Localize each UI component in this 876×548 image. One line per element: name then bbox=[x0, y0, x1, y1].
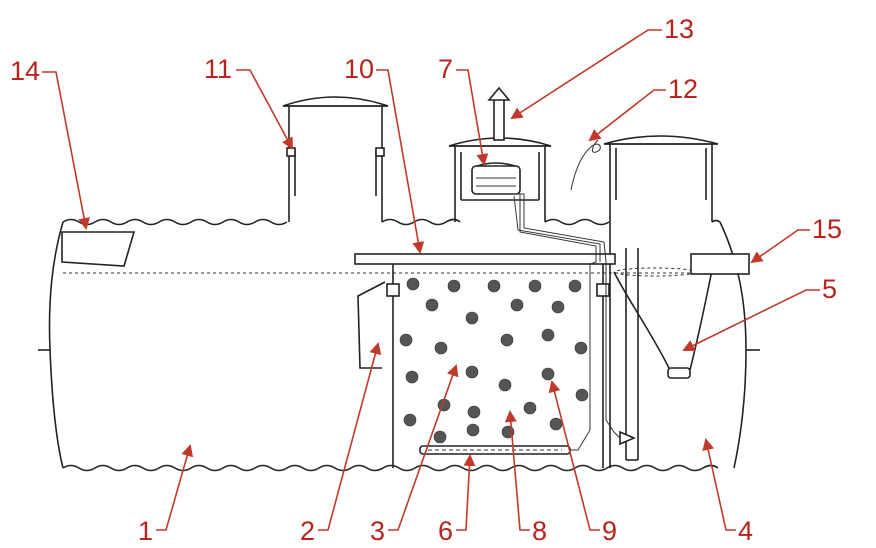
callout-14: 14 bbox=[10, 56, 40, 86]
bio-ball bbox=[549, 417, 563, 431]
bioreactor-chamber bbox=[357, 193, 621, 468]
bio-ball bbox=[405, 370, 419, 384]
left-access-riser bbox=[282, 96, 389, 222]
callout-8: 8 bbox=[532, 516, 547, 546]
bio-ball bbox=[466, 423, 480, 437]
bio-ball bbox=[434, 341, 448, 355]
bio-ball bbox=[403, 413, 417, 427]
bio-ball bbox=[551, 300, 565, 314]
callout-4: 4 bbox=[738, 516, 753, 546]
bio-ball bbox=[399, 333, 413, 347]
bio-ball bbox=[465, 311, 479, 325]
bio-ball bbox=[568, 279, 582, 293]
bio-ball bbox=[498, 378, 512, 392]
callout-labels: 14 11 10 7 13 12 15 5 1 2 3 6 8 9 4 bbox=[10, 14, 842, 546]
callout-1: 1 bbox=[138, 516, 153, 546]
bio-ball bbox=[541, 367, 555, 381]
bio-ball bbox=[500, 333, 514, 347]
bio-ball bbox=[541, 328, 555, 342]
air-compressor bbox=[471, 162, 521, 195]
callout-10: 10 bbox=[344, 54, 374, 84]
callout-3: 3 bbox=[370, 516, 385, 546]
callout-2: 2 bbox=[300, 516, 315, 546]
middle-access-riser bbox=[448, 86, 601, 222]
callout-leaders bbox=[42, 29, 820, 531]
bio-ball bbox=[433, 430, 447, 444]
bio-ball bbox=[447, 279, 461, 293]
bio-ball bbox=[406, 277, 420, 291]
bio-ball bbox=[528, 279, 542, 293]
bio-ball bbox=[467, 405, 481, 419]
callout-9: 9 bbox=[602, 516, 617, 546]
bio-ball bbox=[510, 298, 524, 312]
biomedia-balls bbox=[399, 277, 589, 444]
bio-ball bbox=[575, 388, 589, 402]
bio-ball bbox=[574, 341, 588, 355]
partition-plate bbox=[354, 253, 616, 265]
callout-13: 13 bbox=[664, 14, 694, 44]
callout-11: 11 bbox=[204, 54, 232, 84]
callout-5: 5 bbox=[822, 274, 837, 304]
callout-7: 7 bbox=[438, 54, 453, 84]
callout-6: 6 bbox=[438, 516, 453, 546]
callout-15: 15 bbox=[812, 214, 842, 244]
bio-ball bbox=[425, 298, 439, 312]
bio-ball bbox=[487, 279, 501, 293]
inlet-pipe bbox=[61, 231, 136, 267]
bio-ball bbox=[523, 401, 537, 415]
callout-12: 12 bbox=[668, 74, 698, 104]
bio-ball bbox=[465, 365, 479, 379]
right-riser-clarifier bbox=[603, 135, 750, 468]
